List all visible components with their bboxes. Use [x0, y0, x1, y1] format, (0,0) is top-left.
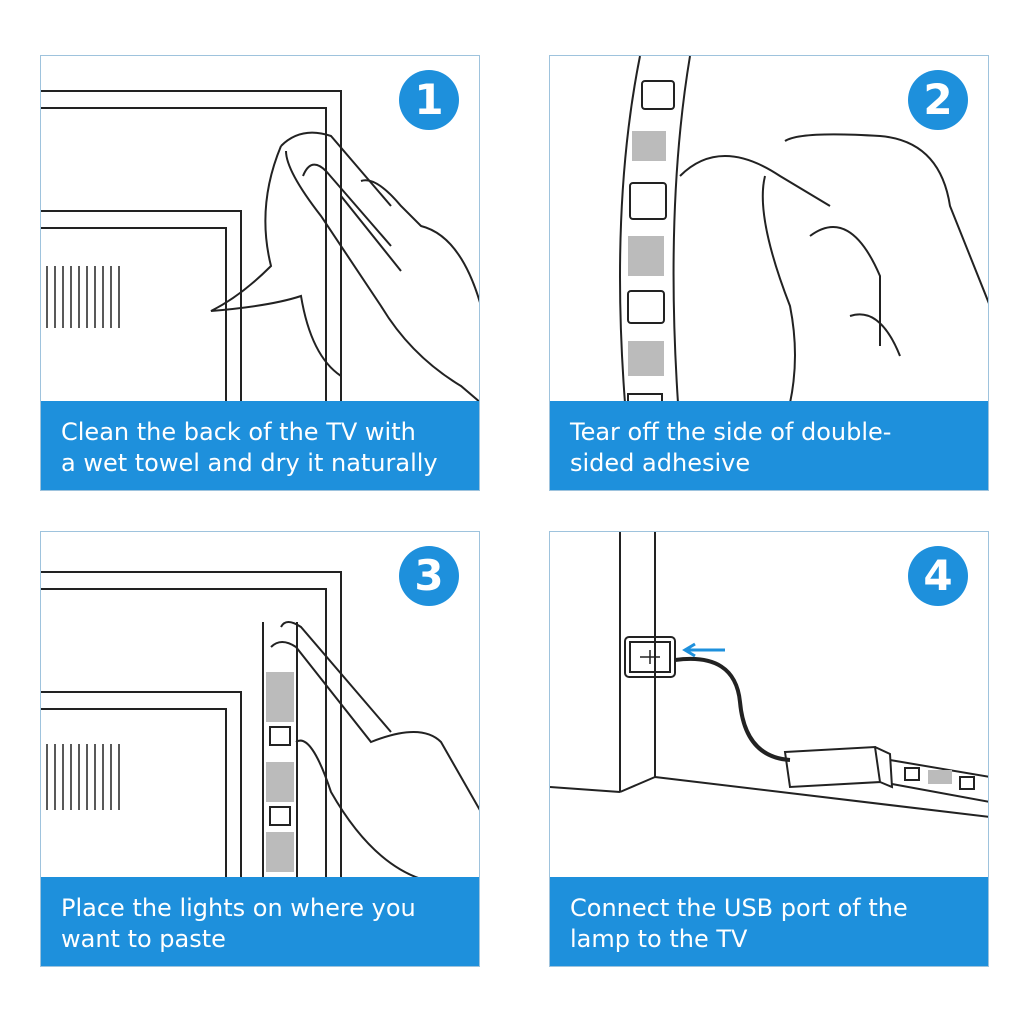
caption-line: sided adhesive	[570, 449, 751, 477]
step-4-panel: 4 Connect the USB port of the lamp to th…	[549, 531, 989, 967]
step-number-badge: 3	[399, 546, 459, 606]
step-caption: Tear off the side of double- sided adhes…	[550, 401, 988, 490]
caption-line: Connect the USB port of the	[570, 894, 908, 922]
step-number-badge: 2	[908, 70, 968, 130]
step-number-badge: 1	[399, 70, 459, 130]
caption-line: a wet towel and dry it naturally	[61, 449, 438, 477]
step-1-panel: 1 Clean the back of the TV with a wet to…	[40, 55, 480, 491]
step-caption: Connect the USB port of the lamp to the …	[550, 877, 988, 966]
caption-line: want to paste	[61, 925, 226, 953]
cleaning-tv-illustration	[41, 90, 479, 403]
caption-line: lamp to the TV	[570, 925, 748, 953]
placing-lights-illustration	[41, 571, 479, 879]
usb-connection-illustration	[550, 532, 988, 818]
caption-line: Place the lights on where you	[61, 894, 416, 922]
peeling-adhesive-illustration	[619, 56, 988, 403]
caption-line: Tear off the side of double-	[570, 418, 892, 446]
step-number-badge: 4	[908, 546, 968, 606]
step-caption: Place the lights on where you want to pa…	[41, 877, 479, 966]
step-2-panel: 2 Tear off the side of double- sided adh…	[549, 55, 989, 491]
step-3-panel: 3 Place the lights on where you want to …	[40, 531, 480, 967]
step-caption: Clean the back of the TV with a wet towe…	[41, 401, 479, 490]
caption-line: Clean the back of the TV with	[61, 418, 416, 446]
